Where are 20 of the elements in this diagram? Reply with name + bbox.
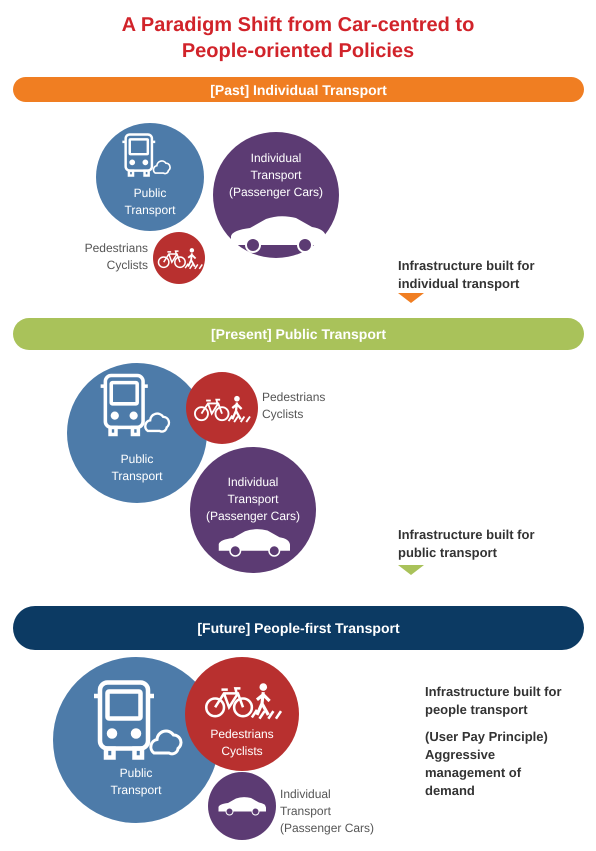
stage-band bbox=[13, 77, 584, 102]
circle-label: Public Transport bbox=[124, 185, 176, 219]
circle-label: Individual Transport (Passenger Cars) bbox=[228, 150, 324, 201]
note-text: Infrastructure built for individual transport bbox=[398, 257, 536, 293]
note-text: (User Pay Principle) Aggressive management of demand bbox=[425, 728, 549, 800]
band-title: [Past] Individual Transport bbox=[210, 82, 387, 98]
note-text: Infrastructure built for people transport bbox=[425, 683, 563, 719]
circle-label: Pedestrians Cyclists bbox=[84, 240, 148, 274]
circle-label: Individual Transport (Passenger Cars) bbox=[280, 786, 376, 837]
band-title: [Present] Public Transport bbox=[210, 326, 386, 342]
stage-band bbox=[13, 318, 584, 350]
circle-label: Public Transport bbox=[110, 451, 164, 485]
note-text: Infrastructure built for public transport bbox=[398, 526, 536, 562]
circle-label: Individual Transport (Passenger Cars) bbox=[204, 474, 302, 525]
title: A Paradigm Shift from Car-centred to People-oriented Policies bbox=[120, 13, 476, 64]
stage-band bbox=[13, 606, 584, 650]
circle-label: Public Transport bbox=[110, 765, 162, 799]
band-title: [Future] People-first Transport bbox=[197, 620, 400, 636]
circle-label: Pedestrians Cyclists bbox=[262, 389, 326, 423]
circle-label: Pedestrians Cyclists bbox=[209, 726, 275, 760]
